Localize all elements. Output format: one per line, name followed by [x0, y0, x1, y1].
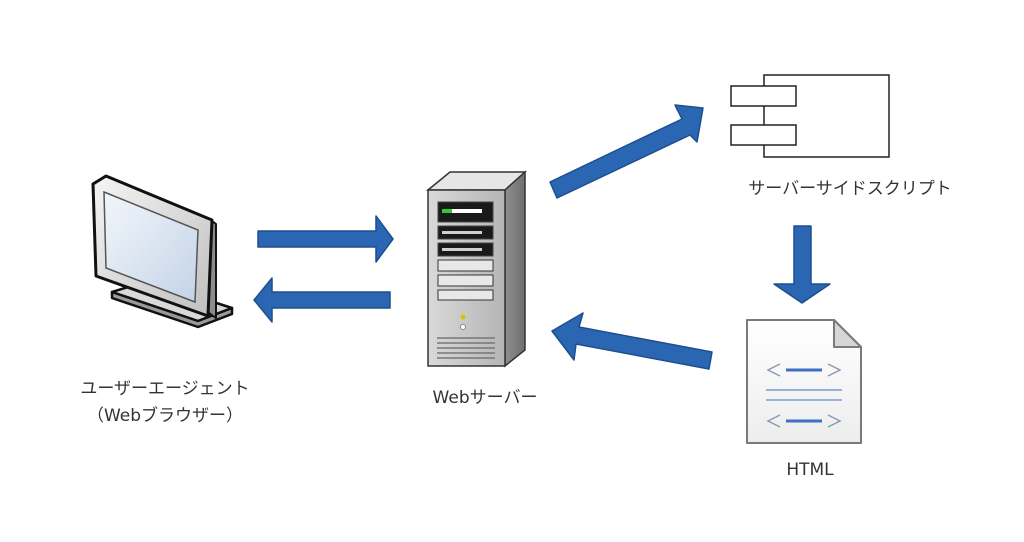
user-agent-sublabel: （Webブラウザー） [86, 406, 244, 426]
component-icon [730, 74, 890, 158]
arrow-response-to-browser [253, 277, 391, 323]
arrow-server-to-script [549, 104, 704, 199]
user-agent-label: ユーザーエージェント [80, 379, 250, 399]
arrow-html-to-server [551, 312, 713, 370]
server-tower-icon [425, 170, 527, 368]
arrow-script-to-html [773, 225, 831, 304]
server-side-script-label: サーバーサイドスクリプト [748, 179, 952, 199]
html-label: HTML [786, 460, 834, 480]
web-server-label: Webサーバー [432, 388, 538, 408]
html-document-icon [746, 319, 862, 444]
monitor-icon [91, 174, 234, 329]
arrow-request-to-server [257, 215, 394, 263]
